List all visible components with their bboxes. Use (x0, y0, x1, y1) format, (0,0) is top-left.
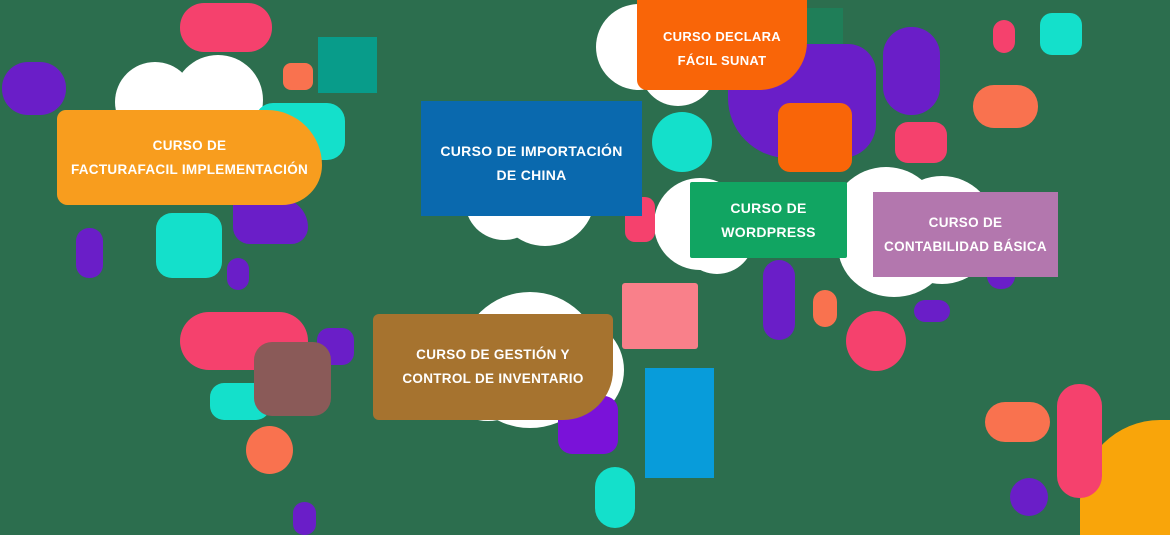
purple-circle-shape (1010, 478, 1048, 516)
coral-pill-shape (985, 402, 1050, 442)
teal-green-square-shape (807, 8, 843, 45)
pink-rounded-square-shape (895, 122, 947, 163)
coral-pill-shape (973, 85, 1038, 128)
light-blue-rect-shape (645, 368, 714, 478)
course-card-line: CURSO DE (928, 214, 1003, 230)
teal-square-shape (318, 37, 377, 93)
coral-pill-shape (813, 290, 837, 327)
course-card-wordpress[interactable]: CURSO DE WORDPRESS (690, 182, 847, 258)
course-card-importacion-china[interactable]: CURSO DE IMPORTACIÓN DE CHINA (421, 101, 642, 216)
course-card-line: CURSO DE GESTIÓN Y (416, 347, 570, 362)
coral-circle-shape (246, 426, 293, 474)
turquoise-circle-shape (652, 112, 712, 172)
course-card-contabilidad-basica[interactable]: CURSO DE CONTABILIDAD BÁSICA (873, 192, 1058, 277)
dark-mauve-rounded-square-shape (254, 342, 331, 416)
course-card-line: CURSO DECLARA (662, 29, 781, 44)
purple-semicircle-shape (987, 276, 1015, 289)
coral-rounded-square-shape (283, 63, 313, 90)
course-card-line: CURSO DE (152, 137, 227, 153)
turquoise-rounded-square-shape (156, 213, 222, 278)
purple-pill-shape (76, 228, 103, 278)
course-card-line: CONTROL DE INVENTARIO (402, 371, 584, 386)
turquoise-pill-shape (595, 467, 635, 528)
course-card-gestion-inventario[interactable]: CURSO DE GESTIÓN Y CONTROL DE INVENTARIO (373, 314, 613, 420)
turquoise-rounded-square-shape (1040, 13, 1082, 55)
pink-pill-shape (180, 3, 272, 52)
purple-pill-shape (883, 27, 940, 115)
purple-pill-shape (914, 300, 950, 322)
orange-rounded-rect-shape (778, 103, 852, 172)
course-card-line: FÁCIL SUNAT (677, 53, 767, 68)
course-card-declara-facil-sunat[interactable]: CURSO DECLARA FÁCIL SUNAT (637, 0, 807, 90)
purple-pill-shape (293, 502, 316, 535)
salmon-square-shape (622, 283, 698, 349)
purple-pill-shape (763, 260, 795, 340)
course-card-line: DE CHINA (496, 166, 567, 183)
pink-pill-shape (993, 20, 1015, 53)
course-card-line: CURSO DE IMPORTACIÓN (440, 142, 623, 159)
course-card-line: FACTURAFACIL IMPLEMENTACIÓN (70, 161, 309, 177)
course-card-line: CONTABILIDAD BÁSICA (884, 238, 1047, 254)
purple-blob-shape (233, 198, 308, 244)
course-card-line: WORDPRESS (721, 224, 816, 240)
purple-pill-shape (227, 258, 249, 290)
course-card-line: CURSO DE (730, 200, 807, 216)
pink-circle-shape (846, 311, 906, 371)
pink-rounded-rect-shape (1057, 384, 1102, 498)
course-card-facturafacil[interactable]: CURSO DE FACTURAFACIL IMPLEMENTACIÓN (57, 110, 322, 205)
purple-squircle-shape (2, 62, 66, 115)
